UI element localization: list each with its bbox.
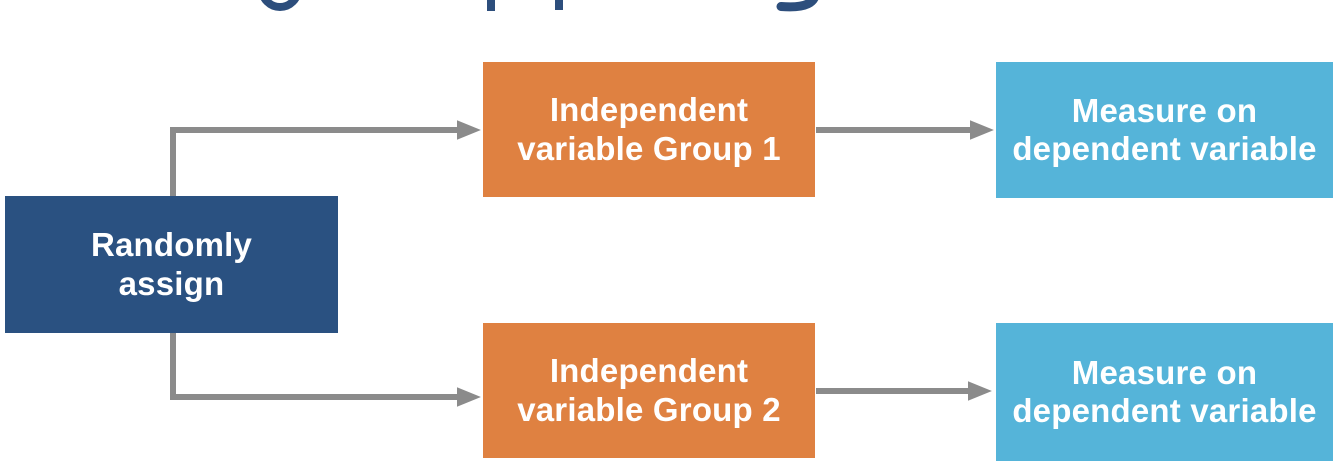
node-independent-variable-group-1-label: Independent variable Group 1 (517, 91, 781, 167)
arrow-assign-to-group2 (170, 332, 481, 407)
node-measure-dependent-variable-2-label: Measure on dependent variable (1012, 353, 1317, 429)
title-descender-y-icon (776, 0, 818, 12)
node-independent-variable-group-2: Independent variable Group 2 (483, 323, 815, 458)
title-descender-p-icon (487, 0, 495, 11)
node-randomly-assign: Randomly assign (5, 196, 338, 333)
arrow-assign-to-group1 (170, 120, 481, 197)
node-measure-dependent-variable-1-label: Measure on dependent variable (1012, 91, 1317, 167)
title-descender-g-icon (260, 0, 300, 11)
node-measure-dependent-variable-2: Measure on dependent variable (996, 323, 1333, 461)
node-independent-variable-group-1: Independent variable Group 1 (483, 62, 815, 197)
node-independent-variable-group-2-label: Independent variable Group 2 (517, 352, 781, 428)
node-randomly-assign-label: Randomly assign (90, 226, 253, 302)
node-measure-dependent-variable-1: Measure on dependent variable (996, 62, 1333, 198)
cropped-title-descenders (260, 0, 818, 12)
title-descender-p-icon (555, 0, 563, 10)
